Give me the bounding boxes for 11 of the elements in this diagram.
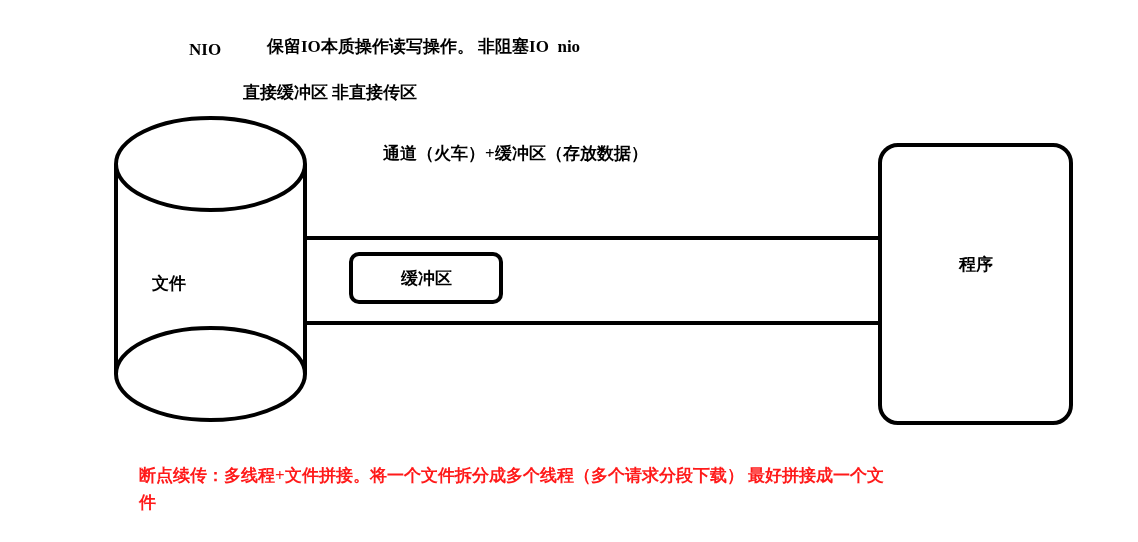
note-text: 直接缓冲区 非直接传区: [243, 82, 418, 104]
note-text: 保留IO本质操作读写操作。 非阻塞IO nio: [267, 36, 581, 58]
rounded-box: [349, 252, 503, 304]
channel-heading: 通道（火车）+缓冲区（存放数据）: [383, 143, 648, 165]
node-label: 程序: [958, 254, 993, 276]
node-label: 缓冲区: [400, 267, 452, 290]
node-label: 文件: [152, 273, 186, 295]
note-text: NIO: [189, 40, 222, 60]
note-text: 断点续传：多线程+文件拼接。将一个文件拆分成多个线程（多个请求分段下载） 最好拼接成一个文件: [139, 465, 885, 514]
rounded-box: [878, 143, 1073, 425]
cylinder: [114, 116, 307, 422]
